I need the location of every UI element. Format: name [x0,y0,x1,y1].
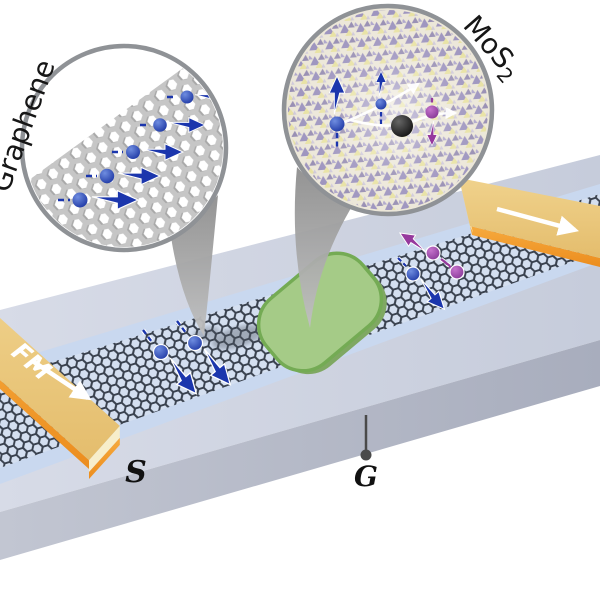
mos2-inset-scene [328,70,458,147]
spin-tail [440,258,451,267]
electron-sphere-blue [329,116,345,132]
graphene-inset-border [19,43,229,253]
mos2-inset-border [281,3,495,217]
source-terminal-label: S [125,455,147,490]
electron-sphere-blue [152,343,170,361]
source-electrode-top [0,318,120,461]
drain-electrode [459,178,600,267]
gate-lead: G [354,415,378,493]
electron-sphere-blue [405,266,421,282]
electron-sphere-blue [186,334,204,352]
trajectory-branch-right [349,107,458,127]
gate-terminal-label: G [354,460,378,493]
drain-electrode-orange [470,226,600,267]
electron-sphere-blue [99,168,115,184]
device: FM S G [0,155,600,560]
electron-sphere-blue [126,145,140,159]
gate-dot [360,449,372,461]
drain-current-arrow [496,206,579,236]
injected-spins [141,319,238,401]
source-electrode-end-orange [89,437,120,479]
substrate-front-face [0,340,600,560]
spin-tail [397,257,407,267]
electron-sphere-blue [180,90,194,104]
mos2-flake [256,251,387,375]
source-electrode-end-cap [89,425,120,472]
source-electrode-side-orange [0,379,89,469]
electron-sphere-purple [425,105,439,119]
funnel-shadow [211,324,265,350]
mos2-sheen [295,15,488,210]
electron-sphere-blue [375,98,387,110]
spin-tail [142,329,153,343]
electron-sphere-blue [153,118,167,132]
mos2-inset: MoS2 [281,3,520,217]
graphene-lattice [25,49,223,247]
graphene-inset-electrons [58,89,223,211]
scattered-spins [395,226,465,316]
electron-sphere-blue [72,192,88,208]
defect-sphere-black [391,115,413,137]
spin-tail [176,320,187,334]
spin-tail [443,260,452,269]
electron-sphere-purple [425,245,441,261]
source-current-arrow [32,360,92,401]
electron-sphere-purple [449,264,465,280]
